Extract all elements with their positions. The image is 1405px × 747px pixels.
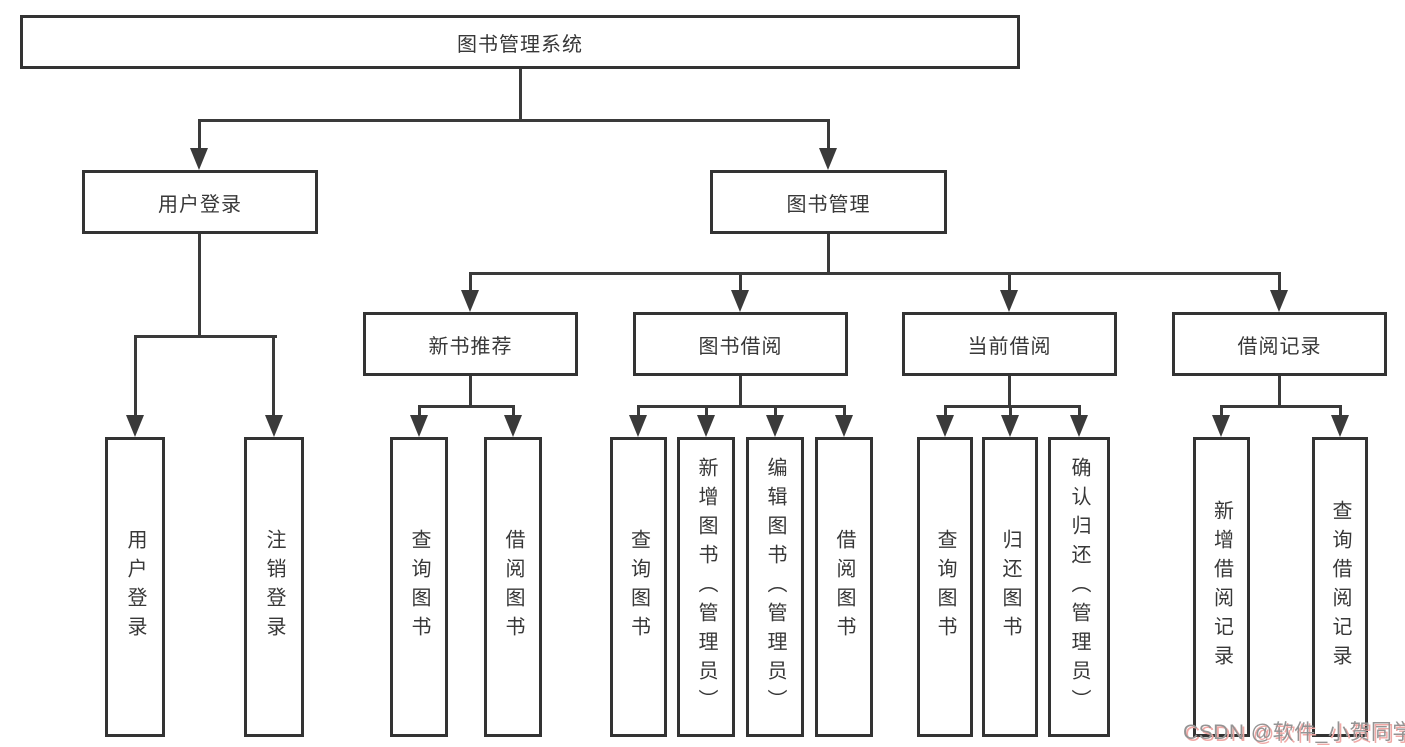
arrow-down-icon: [1270, 290, 1288, 312]
arrow-down-icon: [1000, 290, 1018, 312]
leaf-user-login: 用户登录: [105, 437, 165, 737]
connector-line: [469, 272, 472, 294]
arrow-down-icon: [819, 148, 837, 170]
connector-line: [134, 335, 277, 338]
connector-line: [843, 405, 846, 419]
arrow-down-icon: [1070, 415, 1088, 437]
connector-line: [198, 119, 830, 122]
arrow-down-icon: [1001, 415, 1019, 437]
leaf-edit-book-admin: 编辑图书（管理员）: [746, 437, 804, 737]
connector-line: [1278, 376, 1281, 407]
node-book-management: 图书管理: [710, 170, 947, 234]
connector-line: [637, 405, 846, 408]
connector-line: [739, 376, 742, 407]
node-user-login: 用户登录: [82, 170, 318, 234]
connector-line: [827, 234, 830, 274]
connector-line: [134, 335, 137, 417]
arrow-down-icon: [766, 415, 784, 437]
connector-line: [272, 335, 275, 417]
node-current-borrow: 当前借阅: [902, 312, 1117, 376]
connector-line: [1078, 405, 1081, 419]
connector-line: [705, 405, 708, 419]
arrow-down-icon: [936, 415, 954, 437]
connector-line: [469, 272, 1280, 275]
connector-line: [512, 405, 515, 419]
connector-line: [739, 272, 742, 294]
connector-line: [827, 119, 830, 152]
node-new-book-recommend: 新书推荐: [363, 312, 578, 376]
connector-line: [1220, 405, 1342, 408]
leaf-borrow-book: 借阅图书: [815, 437, 873, 737]
arrow-down-icon: [697, 415, 715, 437]
connector-line: [1278, 272, 1281, 294]
arrow-down-icon: [126, 415, 144, 437]
arrow-down-icon: [1331, 415, 1349, 437]
leaf-add-book-admin: 新增图书（管理员）: [677, 437, 735, 737]
arrow-down-icon: [410, 415, 428, 437]
connector-line: [469, 376, 472, 407]
leaf-borrow-book: 借阅图书: [484, 437, 542, 737]
node-root-library-system: 图书管理系统: [20, 15, 1020, 69]
leaf-query-book: 查询图书: [390, 437, 448, 737]
connector-line: [1339, 405, 1342, 419]
leaf-query-book: 查询图书: [917, 437, 973, 737]
node-borrow-record: 借阅记录: [1172, 312, 1387, 376]
connector-line: [774, 405, 777, 419]
arrow-down-icon: [731, 290, 749, 312]
leaf-query-book: 查询图书: [610, 437, 667, 737]
connector-line: [944, 405, 947, 419]
leaf-add-borrow-record: 新增借阅记录: [1193, 437, 1250, 737]
connector-line: [418, 405, 421, 419]
node-book-borrow: 图书借阅: [633, 312, 848, 376]
connector-line: [1008, 376, 1011, 407]
arrow-down-icon: [629, 415, 647, 437]
arrow-down-icon: [504, 415, 522, 437]
arrow-down-icon: [835, 415, 853, 437]
connector-line: [519, 69, 522, 121]
leaf-logout: 注销登录: [244, 437, 304, 737]
leaf-confirm-return-admin: 确认归还（管理员）: [1048, 437, 1110, 737]
connector-line: [944, 405, 1081, 408]
connector-line: [198, 234, 201, 337]
connector-line: [637, 405, 640, 419]
connector-line: [1220, 405, 1223, 419]
connector-line: [198, 119, 201, 152]
arrow-down-icon: [190, 148, 208, 170]
arrow-down-icon: [461, 290, 479, 312]
connector-line: [1009, 405, 1012, 419]
arrow-down-icon: [265, 415, 283, 437]
leaf-query-borrow-record: 查询借阅记录: [1312, 437, 1368, 737]
csdn-watermark: CSDN @软件_小贺同学: [1183, 721, 1405, 744]
leaf-return-book: 归还图书: [982, 437, 1038, 737]
connector-line: [1008, 272, 1011, 294]
connector-line: [418, 405, 515, 408]
arrow-down-icon: [1212, 415, 1230, 437]
